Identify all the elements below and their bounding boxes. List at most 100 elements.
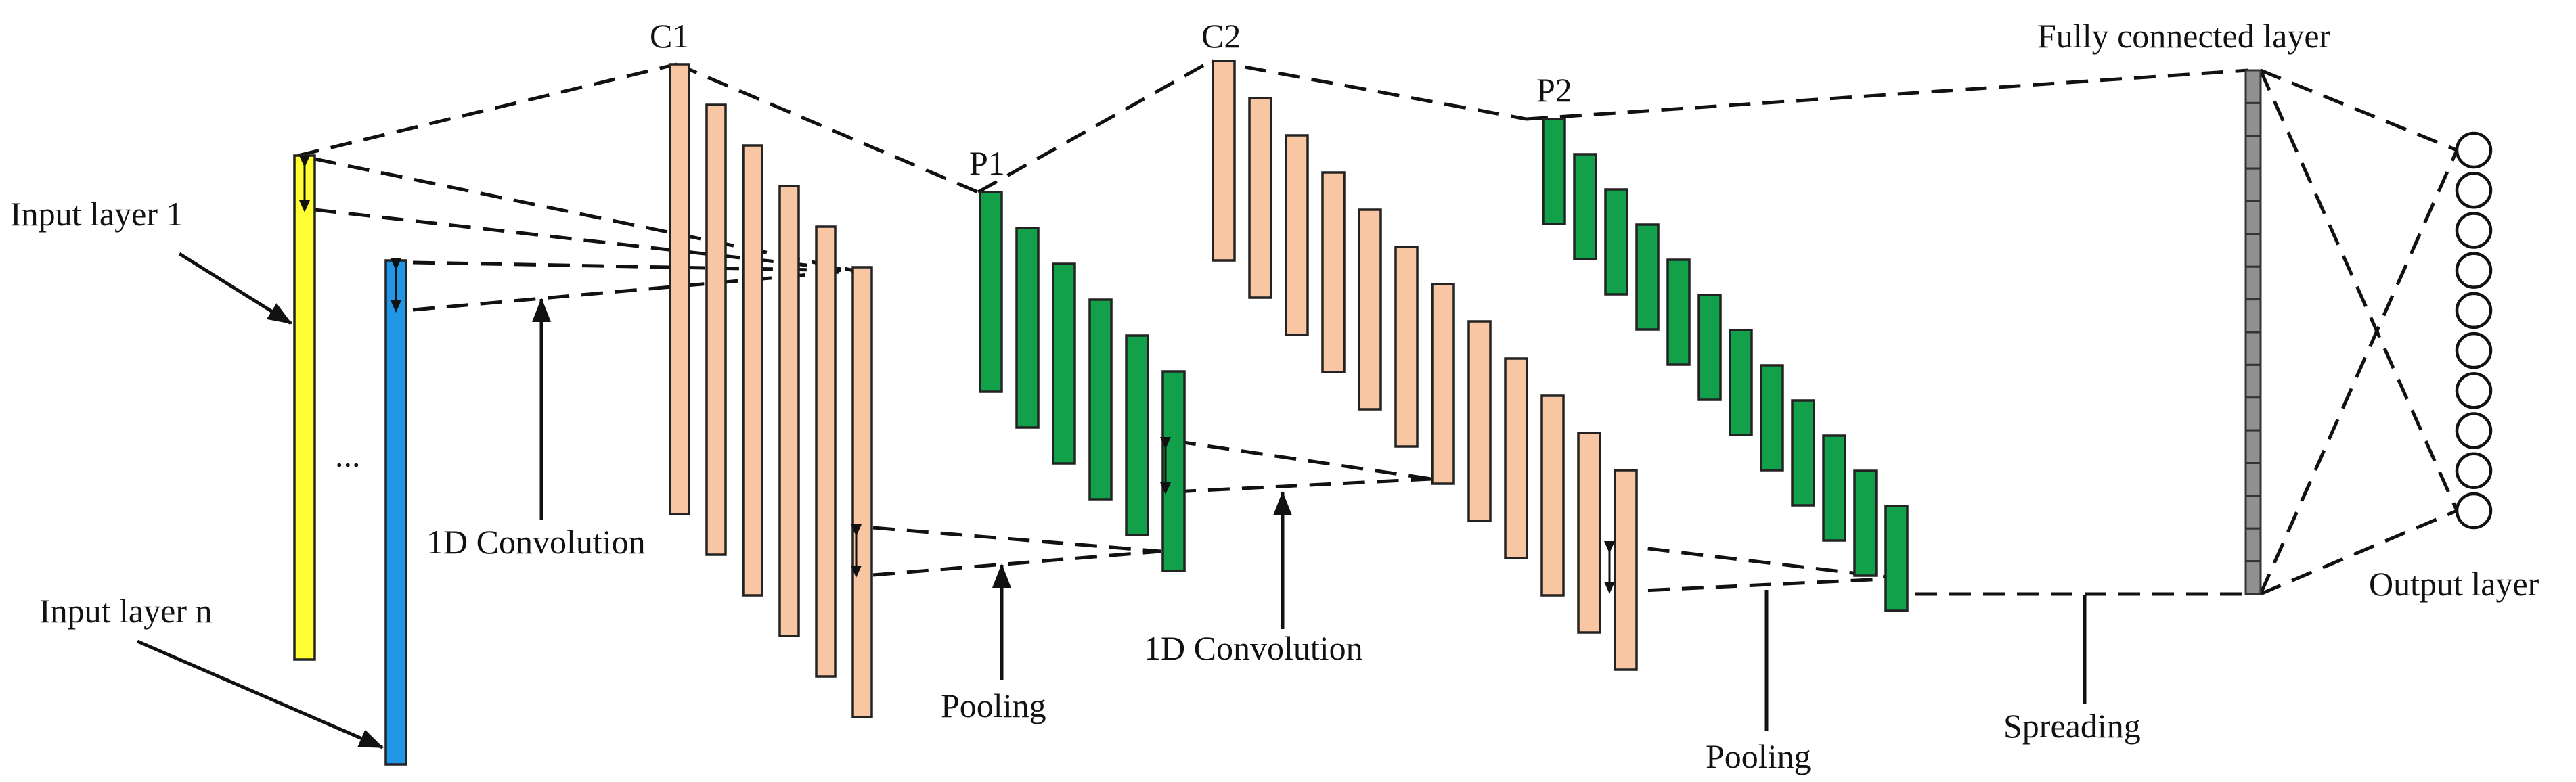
output-node-4 — [2455, 252, 2493, 289]
dash-pool1-bottom — [872, 549, 1161, 577]
fc-cell-4 — [2244, 167, 2262, 202]
output-node-10 — [2455, 492, 2493, 530]
dash-input-to-c1-top — [297, 62, 678, 158]
output-node-3 — [2455, 212, 2493, 249]
p2-map-9 — [1791, 399, 1815, 507]
output-layer-nodes — [2455, 131, 2493, 530]
dash-pool1-top — [872, 526, 1161, 553]
c2-map-1 — [1212, 60, 1236, 262]
label-conv-2: 1D Convolution — [1144, 629, 1363, 667]
c2-map-12 — [1614, 469, 1638, 671]
c1-map-2 — [705, 104, 727, 556]
p1-map-5 — [1125, 334, 1149, 536]
dash-fc-bottom-to-out-top — [2259, 149, 2459, 595]
c2-map-8 — [1467, 320, 1492, 522]
p1-map-1 — [979, 191, 1003, 393]
p1-map-4 — [1088, 298, 1113, 501]
p2-feature-maps — [1542, 118, 1909, 612]
c2-map-3 — [1285, 134, 1309, 336]
p2-map-10 — [1822, 434, 1846, 542]
label-pooling-2: Pooling — [1706, 737, 1811, 775]
fc-cell-6 — [2244, 233, 2262, 268]
pointer-input-layer-1 — [178, 252, 292, 325]
p2-map-5 — [1666, 258, 1691, 366]
input-layer-n-bar — [384, 259, 407, 766]
c2-map-11 — [1577, 432, 1601, 634]
label-pooling-1: Pooling — [941, 687, 1046, 724]
dash-fc-bottom-to-out-bottom — [2260, 509, 2458, 596]
input-ellipsis: ... — [335, 436, 361, 474]
fc-cell-10 — [2244, 363, 2262, 399]
fc-cell-9 — [2244, 331, 2262, 366]
kernel-arrows — [299, 156, 1615, 594]
c2-map-6 — [1394, 246, 1419, 448]
label-fully-connected-layer: Fully connected layer — [2037, 17, 2331, 55]
fc-cell-3 — [2244, 135, 2262, 170]
fc-cell-11 — [2244, 396, 2262, 432]
dash-rf-input1-top — [314, 157, 855, 273]
c2-map-2 — [1248, 97, 1272, 299]
output-node-8 — [2455, 412, 2493, 449]
p2-map-2 — [1573, 153, 1597, 260]
dash-fc-top-to-out-top — [2260, 68, 2458, 152]
dash-rf-input1-bottom — [314, 208, 855, 273]
dash-c1-to-p1-top — [676, 62, 979, 194]
fc-cell-13 — [2244, 462, 2262, 497]
dash-pool2-top — [1614, 543, 1899, 580]
p1-feature-maps — [979, 191, 1186, 572]
fully-connected-layer — [2244, 69, 2262, 595]
output-node-7 — [2455, 372, 2493, 409]
c2-map-5 — [1358, 208, 1382, 411]
p2-map-1 — [1542, 118, 1566, 225]
connector-lines — [297, 59, 2459, 596]
label-input-layer-1: Input layer 1 — [10, 195, 183, 233]
c1-map-6 — [851, 266, 873, 718]
dash-fc-top-to-out-bottom — [2259, 69, 2459, 512]
dash-rf-inputn-bottom — [412, 269, 855, 312]
fc-cell-14 — [2244, 495, 2262, 530]
c1-map-5 — [815, 225, 837, 678]
labels: Input layer 1 Input layer n C1 P1 C2 P2 … — [10, 17, 2539, 775]
fc-cell-8 — [2244, 298, 2262, 334]
output-node-1 — [2455, 131, 2493, 169]
p2-map-11 — [1853, 469, 1878, 577]
p2-map-3 — [1604, 188, 1628, 296]
dash-pool2-bottom — [1614, 576, 1899, 594]
p1-map-2 — [1015, 227, 1040, 429]
c2-map-10 — [1540, 394, 1565, 597]
label-conv-1: 1D Convolution — [426, 523, 646, 561]
label-output-layer: Output layer — [2369, 565, 2539, 603]
p2-map-7 — [1729, 329, 1753, 436]
p2-map-6 — [1697, 294, 1722, 401]
p2-map-8 — [1760, 364, 1784, 472]
output-node-2 — [2455, 171, 2493, 209]
label-spreading: Spreading — [2003, 707, 2141, 745]
label-p2: P2 — [1536, 71, 1572, 109]
c1-feature-maps — [669, 63, 873, 718]
dash-conv2-top — [1174, 439, 1432, 481]
fc-cell-2 — [2244, 101, 2262, 137]
input-layers: ... — [293, 154, 407, 766]
c2-map-4 — [1321, 171, 1346, 373]
input-layer-1-bar — [293, 154, 316, 661]
dash-p2-to-fc-top — [1526, 68, 2249, 121]
label-input-layer-n: Input layer n — [39, 592, 212, 630]
c2-map-7 — [1431, 283, 1455, 485]
pointer-input-layer-n — [137, 639, 384, 750]
c1-map-4 — [778, 185, 800, 637]
dash-conv2-bottom — [1174, 477, 1432, 494]
output-node-6 — [2455, 331, 2493, 369]
output-node-5 — [2455, 292, 2493, 329]
fc-cell-1 — [2244, 69, 2262, 104]
dash-p1-to-c2-top — [977, 59, 1213, 194]
label-p1: P1 — [969, 144, 1005, 182]
fc-cell-7 — [2244, 265, 2262, 301]
c1-map-1 — [669, 63, 690, 515]
dash-c2-to-p2-top — [1211, 59, 1527, 121]
output-node-9 — [2455, 452, 2493, 490]
dash-rf-inputn-top — [412, 260, 855, 273]
fc-cell-16 — [2244, 560, 2262, 595]
label-c1: C1 — [650, 17, 689, 55]
c1-map-3 — [742, 144, 763, 597]
